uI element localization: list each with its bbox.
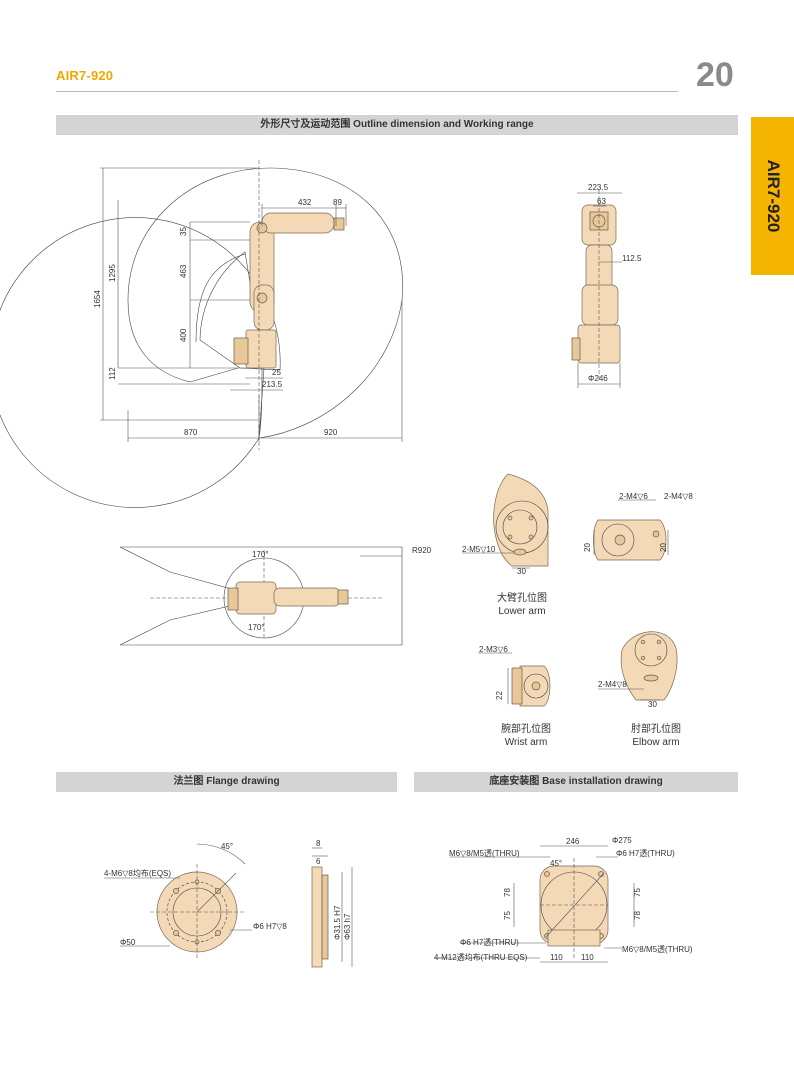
elbow-caption-en: Elbow arm [632, 737, 680, 748]
side-tab: AIR7-920 [751, 117, 794, 275]
wrist-caption-en: Wrist arm [504, 737, 548, 748]
elbow-pair-detail: 2-M4▽6 2-M4▽8 20 20 [583, 492, 693, 561]
dim-400: 400 [179, 328, 188, 342]
dim-25: 25 [272, 368, 281, 377]
lower-arm-caption-cn: 大臂孔位图 [497, 593, 547, 604]
dim-63: 63 [597, 197, 606, 206]
lower-arm-detail: 2-M5▽10 30 [462, 473, 549, 576]
elbow-caption: 肘部孔位图 Elbow arm [616, 723, 696, 749]
base-h2: 110 [581, 953, 594, 962]
flange-angle: 45° [221, 842, 233, 851]
wrist-detail: 2-M3▽6 22 [478, 645, 551, 707]
dim-112: 112 [108, 367, 117, 380]
flange-spigot: Φ63 h7 [343, 913, 352, 940]
side-view: 432 89 35 463 1295 1654 400 112 25 213.5… [0, 160, 404, 508]
page-number: 20 [696, 56, 734, 94]
top-radius-label: R920 [412, 546, 432, 555]
header-rule [56, 91, 678, 92]
top-angle-bottom: 170° [248, 623, 265, 632]
base-od: Φ275 [612, 836, 632, 845]
section-flange-title: 法兰图 Flange drawing [56, 772, 397, 792]
flange-pin: Φ6 H7▽8 [253, 922, 287, 931]
elbow-pair-hole-a: 2-M4▽6 [619, 492, 648, 501]
elbow-caption-cn: 肘部孔位图 [631, 724, 681, 735]
base-pin-bl: Φ6 H7透(THRU) [460, 938, 519, 947]
base-v4: 78 [633, 911, 642, 920]
dim-112-5: 112.5 [622, 254, 642, 263]
base-pin-tr: Φ6 H7透(THRU) [616, 849, 675, 858]
dim-89: 89 [333, 198, 342, 207]
base-v3: 75 [633, 888, 642, 897]
base-angle: 45° [550, 859, 562, 868]
wrist-caption-cn: 腕部孔位图 [501, 724, 551, 735]
flange-bolt: 4-M6▽8均布(EQS) [104, 868, 171, 878]
base-w: 246 [566, 837, 580, 846]
base-bolt-br: M6▽8/M5透(THRU) [622, 945, 693, 954]
front-view: 223.5 63 112.5 Φ246 [571, 183, 642, 388]
elbow-hole: 2-M4▽8 [598, 680, 627, 689]
base-h1: 110 [550, 953, 563, 962]
base-v2: 75 [503, 911, 512, 920]
dim-432: 432 [298, 198, 312, 207]
wrist-hole: 2-M3▽6 [479, 645, 508, 654]
elbow-pair-hole-b: 2-M4▽8 [664, 492, 693, 501]
top-angle-top: 170° [252, 550, 269, 559]
lower-arm-hole: 2-M5▽10 [462, 545, 496, 554]
dim-35: 35 [179, 227, 188, 236]
elbow-pair-dim-a: 20 [583, 543, 592, 552]
lower-arm-caption-en: Lower arm [498, 606, 546, 617]
flange-d2: 6 [316, 857, 321, 866]
dim-870: 870 [184, 428, 198, 437]
base-detail: 246 Φ275 M6▽8/M5透(THRU) Φ6 H7透(THRU) 45°… [434, 836, 693, 963]
base-shape [245, 329, 277, 369]
flange-detail: 4-M6▽8均布(EQS) 45° Φ6 H7▽8 Φ50 8 6 Φ31.5 … [104, 839, 353, 968]
dim-463: 463 [179, 264, 188, 278]
top-view: R920 170° 170° [119, 546, 432, 646]
elbow-detail: 2-M4▽8 30 [598, 631, 678, 709]
flange-d1: 8 [316, 839, 321, 848]
flange-pcd: Φ50 [120, 938, 136, 947]
dim-920: 920 [324, 428, 338, 437]
base-mount: 4-M12透均布(THRU EQS) [434, 952, 528, 962]
lower-arm-dim: 30 [517, 567, 526, 576]
elbow-dim: 30 [648, 700, 657, 709]
base-v1: 78 [503, 888, 512, 897]
dim-213-5: 213.5 [262, 380, 283, 389]
elbow-pair-dim-b: 20 [659, 543, 668, 552]
dim-phi246: Φ246 [588, 374, 608, 383]
wrist-caption: 腕部孔位图 Wrist arm [486, 723, 566, 749]
section-outline-title: 外形尺寸及运动范围 Outline dimension and Working … [56, 115, 738, 135]
flange-bore: Φ31.5 H7 [333, 905, 342, 940]
model-title: AIR7-920 [56, 68, 114, 83]
base-bolt-tl: M6▽8/M5透(THRU) [449, 849, 520, 858]
upper-arm-shape [261, 212, 335, 234]
wrist-dim: 22 [495, 691, 504, 700]
dim-223-5: 223.5 [588, 183, 609, 192]
section-base-title: 底座安装图 Base installation drawing [414, 772, 738, 792]
dim-1654: 1654 [93, 290, 102, 308]
dim-1295: 1295 [108, 264, 117, 282]
lower-arm-caption: 大臂孔位图 Lower arm [482, 592, 562, 618]
